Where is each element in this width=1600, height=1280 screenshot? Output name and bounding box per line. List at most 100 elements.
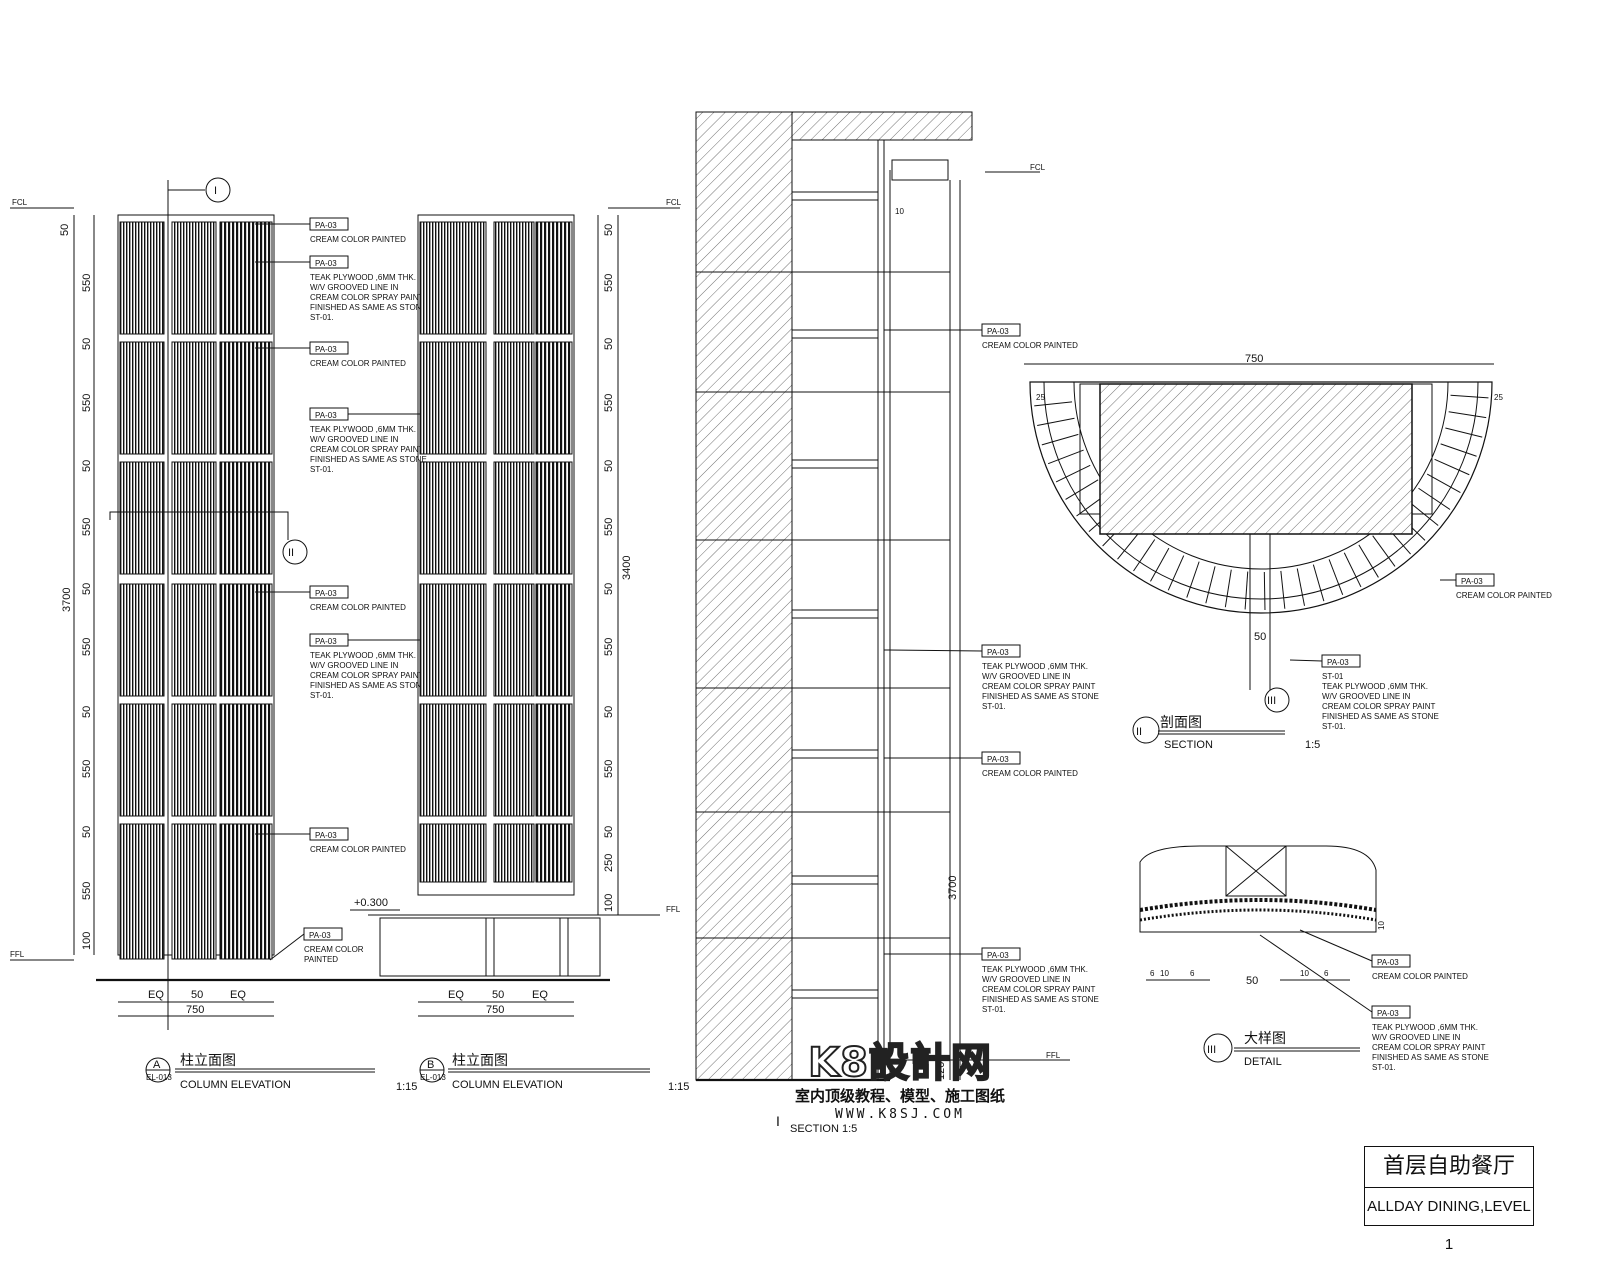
material-tag: PA-03 bbox=[1377, 958, 1399, 967]
dim-50: 50 bbox=[81, 583, 93, 595]
dim-50: 50 bbox=[1246, 975, 1258, 987]
material-note: ST-01. bbox=[1372, 1063, 1396, 1072]
dim-eq: EQ bbox=[230, 989, 246, 1001]
arc-tick bbox=[1280, 570, 1286, 609]
fluted-panel bbox=[535, 583, 573, 697]
arc-tick bbox=[1426, 473, 1461, 493]
fluted-panel bbox=[419, 583, 487, 697]
fluted-panel bbox=[119, 221, 165, 335]
arc-tick bbox=[1041, 433, 1079, 446]
dim-eq: EQ bbox=[532, 989, 548, 1001]
arc-tick bbox=[1312, 564, 1325, 602]
fluted-panel bbox=[171, 461, 217, 575]
view-a-letter: A bbox=[153, 1059, 161, 1071]
arc-tick bbox=[1440, 443, 1477, 457]
ffl-label-b: FFL bbox=[666, 905, 681, 914]
section-iii-title-en: DETAIL bbox=[1244, 1056, 1282, 1068]
arc-tick bbox=[1133, 539, 1156, 572]
section-iii: 6 10 6 50 10 6 10 III 大样图 DETAIL bbox=[1139, 845, 1386, 1068]
fluted-panel bbox=[419, 823, 487, 883]
view-b-title-en: COLUMN ELEVATION bbox=[452, 1079, 563, 1091]
dim-550: 550 bbox=[603, 394, 615, 412]
fluted-panel bbox=[419, 341, 487, 455]
fluted-panel bbox=[171, 221, 217, 335]
column-elevation-a: FCL FFL I II 50 550 50 550 50 550 50 550… bbox=[10, 177, 417, 1093]
arc-tick bbox=[1167, 555, 1185, 591]
dim-750: 750 bbox=[486, 1004, 504, 1016]
dim-50: 50 bbox=[603, 224, 615, 236]
material-note: CREAM COLOR SPRAY PAINT bbox=[1322, 702, 1435, 711]
arc-tick bbox=[1343, 552, 1362, 588]
material-note: TEAK PLYWOOD ,6MM THK. bbox=[1372, 1023, 1478, 1032]
view-a-scale: 1:15 bbox=[396, 1081, 417, 1093]
dim-50: 50 bbox=[603, 583, 615, 595]
material-note: PAINTED bbox=[304, 955, 338, 964]
dim-50: 50 bbox=[603, 706, 615, 718]
dim-3400: 3400 bbox=[621, 556, 633, 580]
fluted-panel bbox=[535, 461, 573, 575]
material-note: CREAM COLOR SPRAY PAINT bbox=[310, 445, 423, 454]
dim-50: 50 bbox=[81, 338, 93, 350]
dim-550: 550 bbox=[81, 882, 93, 900]
view-b-letter: B bbox=[427, 1059, 434, 1071]
batten bbox=[791, 609, 879, 619]
material-note: TEAK PLYWOOD ,6MM THK. bbox=[982, 965, 1088, 974]
material-note: CREAM COLOR SPRAY PAINT bbox=[310, 293, 423, 302]
arc-tick bbox=[1448, 411, 1487, 419]
fluted-panel bbox=[419, 703, 487, 817]
material-tag: PA-03 bbox=[1377, 1009, 1399, 1018]
material-tag: PA-03 bbox=[309, 931, 331, 940]
material-tag: PA-03 bbox=[987, 648, 1009, 657]
dim-50: 50 bbox=[492, 989, 504, 1001]
material-note: TEAK PLYWOOD ,6MM THK. bbox=[310, 273, 416, 282]
dim-750: 750 bbox=[186, 1004, 204, 1016]
arc-tick bbox=[1055, 464, 1091, 483]
dim-3700: 3700 bbox=[947, 876, 959, 900]
material-note: TEAK PLYWOOD ,6MM THK. bbox=[310, 651, 416, 660]
batten bbox=[791, 749, 879, 759]
arc-tick bbox=[1296, 568, 1305, 606]
fluted-panel bbox=[493, 461, 535, 575]
fluted-panel bbox=[493, 341, 535, 455]
fluted-panel bbox=[219, 461, 273, 575]
material-note: CREAM COLOR PAINTED bbox=[982, 341, 1078, 350]
batten bbox=[791, 459, 879, 469]
section-i-number: I bbox=[776, 1113, 780, 1129]
material-note: ST-01 bbox=[1322, 672, 1344, 681]
fluted-panel bbox=[119, 823, 165, 960]
material-note: FINISHED AS SAME AS STONE bbox=[1322, 712, 1439, 721]
dim-550: 550 bbox=[81, 394, 93, 412]
dim-550: 550 bbox=[81, 760, 93, 778]
batten bbox=[791, 875, 879, 885]
dim-250: 250 bbox=[603, 854, 615, 872]
title-block: 首层自助餐厅 ALLDAY DINING,LEVEL 1 bbox=[1364, 1146, 1534, 1253]
material-tag: PA-03 bbox=[315, 221, 337, 230]
dim-50: 50 bbox=[603, 460, 615, 472]
material-note: CREAM COLOR PAINTED bbox=[310, 359, 406, 368]
fluted-panel bbox=[493, 221, 535, 335]
watermark-url: WWW.K8SJ.COM bbox=[835, 1107, 965, 1122]
section-marker-ii: II bbox=[288, 547, 294, 559]
ffl-label-sec: FFL bbox=[1046, 1051, 1061, 1060]
material-note: CREAM COLOR PAINTED bbox=[1456, 591, 1552, 600]
material-note: FINISHED AS SAME AS STONE bbox=[310, 303, 427, 312]
fluted-panel bbox=[219, 341, 273, 455]
section-ii: 750 III 25 25 50 II 剖面图 SECTION 1:5 bbox=[1024, 353, 1503, 751]
dim-6: 6 bbox=[1150, 969, 1155, 978]
section-ii-scale: 1:5 bbox=[1305, 739, 1320, 751]
dim-50: 50 bbox=[191, 989, 203, 1001]
fluted-panel bbox=[219, 823, 273, 960]
dim-10: 10 bbox=[1160, 969, 1169, 978]
title-block-cn: 首层自助餐厅 bbox=[1365, 1147, 1533, 1188]
fluted-panel bbox=[171, 341, 217, 455]
material-note: W/V GROOVED LINE IN bbox=[1372, 1033, 1461, 1042]
material-tag: PA-03 bbox=[987, 755, 1009, 764]
view-a-title-cn: 柱立面图 bbox=[180, 1052, 236, 1068]
